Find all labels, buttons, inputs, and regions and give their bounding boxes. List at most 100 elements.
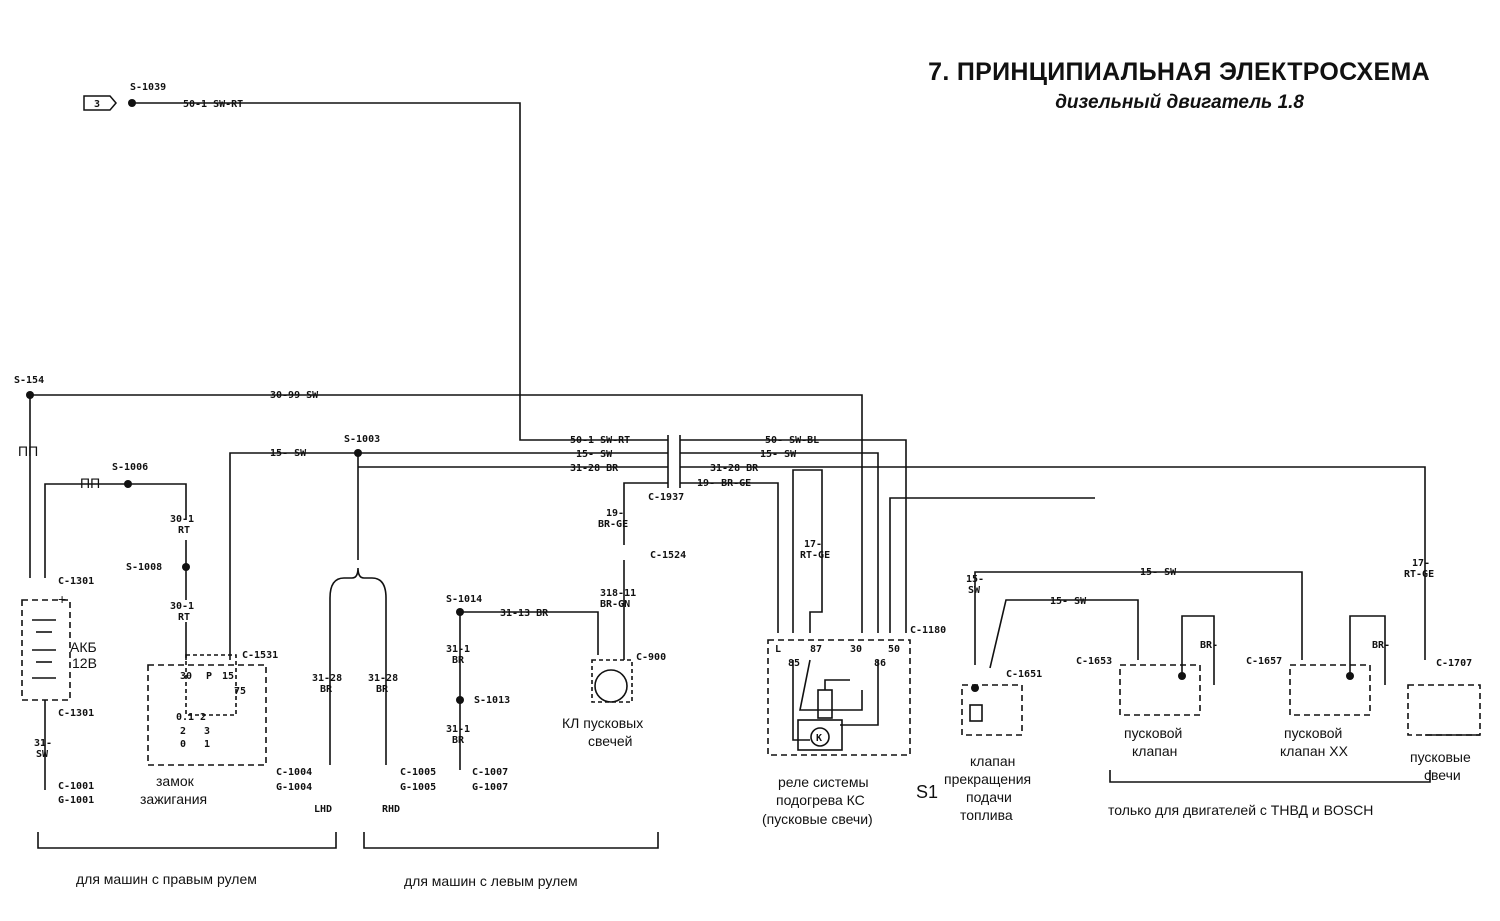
- svg-text:31-28: 31-28: [368, 673, 398, 684]
- conn-c1180: C-1180: [910, 625, 946, 636]
- start-valve-xx-wire: [1349, 615, 1386, 685]
- conn-c1651: C-1651: [1006, 669, 1042, 680]
- splice-dots: [26, 99, 1354, 704]
- svg-text:BR: BR: [320, 684, 333, 695]
- svg-text:0: 0: [180, 739, 186, 750]
- svg-text:подачи: подачи: [966, 789, 1012, 805]
- ref-box: 3: [83, 95, 117, 111]
- svg-text:30: 30: [850, 644, 862, 655]
- label-rhd-cars: для машин с правым рулем: [76, 871, 257, 887]
- glow-plugs-box: [1407, 684, 1481, 736]
- fuel-valve-coil: [969, 704, 983, 722]
- splice-s154: S-154: [14, 375, 44, 386]
- wire-15-sw-valve: [974, 571, 1303, 665]
- relay-wire-c: [824, 679, 850, 690]
- label-lhd-cars: для машин с левым рулем: [404, 873, 578, 889]
- svg-text:15-: 15-: [966, 574, 984, 585]
- wire-s1014: [460, 611, 599, 655]
- svg-text:50- SW-BL: 50- SW-BL: [765, 435, 819, 446]
- splice-s1008: S-1008: [126, 562, 162, 573]
- svg-text:15- SW: 15- SW: [1050, 596, 1087, 607]
- svg-text:(пусковые свечи): (пусковые свечи): [762, 811, 873, 827]
- bracket-thvd: [1109, 770, 1431, 783]
- svg-text:K: K: [816, 733, 822, 744]
- svg-text:0.1: 0.1: [176, 712, 194, 723]
- svg-text:12В: 12В: [72, 655, 97, 671]
- splice-s1039: S-1039: [130, 82, 166, 93]
- svg-text:1: 1: [204, 739, 210, 750]
- svg-text:BR: BR: [452, 735, 465, 746]
- svg-text:19- BR-GE: 19- BR-GE: [697, 478, 751, 489]
- svg-text:подогрева КС: подогрева КС: [776, 792, 865, 808]
- relay-wire-b: [799, 659, 863, 711]
- wire-brace: [329, 567, 387, 599]
- relay-wire-d: [840, 660, 879, 726]
- svg-text:2: 2: [180, 726, 186, 737]
- svg-text:топлива: топлива: [960, 807, 1013, 823]
- svg-text:пусковой: пусковой: [1284, 725, 1342, 741]
- svg-text:BR-: BR-: [1372, 640, 1390, 651]
- svg-text:зажигания: зажигания: [140, 791, 207, 807]
- svg-text:30-1: 30-1: [170, 514, 194, 525]
- wire-labels: S-1039 50-1 SW-RT S-154 30-99 SW ПП ПП S…: [14, 82, 1472, 806]
- start-valve-wire: [1181, 615, 1215, 685]
- svg-text:BR-: BR-: [1200, 640, 1218, 651]
- lock-box: [147, 664, 267, 766]
- splice-s1013: S-1013: [474, 695, 510, 706]
- svg-text:17-: 17-: [804, 539, 822, 550]
- wire-19-r: [680, 482, 779, 633]
- svg-text:3: 3: [204, 726, 210, 737]
- svg-text:пусковые: пусковые: [1410, 749, 1471, 765]
- svg-text:RT: RT: [178, 525, 190, 536]
- label-lhd: LHD: [314, 804, 332, 815]
- label-rhd: RHD: [382, 804, 400, 815]
- svg-text:86: 86: [874, 658, 886, 669]
- conn-c1005: C-1005: [400, 767, 436, 778]
- svg-text:BR-GN: BR-GN: [600, 599, 630, 610]
- svg-text:30-1: 30-1: [170, 601, 194, 612]
- conn-g1005: G-1005: [400, 782, 436, 793]
- svg-text:50: 50: [888, 644, 900, 655]
- svg-text:31-1: 31-1: [446, 724, 470, 735]
- svg-text:15- SW: 15- SW: [1140, 567, 1177, 578]
- start-valve-box: [1119, 664, 1201, 716]
- battery-label: АКБ: [70, 639, 97, 655]
- conn-c1653: C-1653: [1076, 656, 1112, 667]
- svg-text:RT-GE: RT-GE: [800, 550, 830, 561]
- conn-g1004: G-1004: [276, 782, 312, 793]
- conn-c1657: C-1657: [1246, 656, 1282, 667]
- wire-label: 50-1 SW-RT: [183, 99, 243, 110]
- svg-text:75: 75: [234, 686, 246, 697]
- svg-text:31-28 BR: 31-28 BR: [710, 463, 759, 474]
- svg-text:31-13 BR: 31-13 BR: [500, 608, 549, 619]
- conn-c1524: C-1524: [650, 550, 686, 561]
- wire-30-99: [30, 394, 863, 633]
- svg-text:15- SW: 15- SW: [270, 448, 307, 459]
- conn-c1937: C-1937: [648, 492, 684, 503]
- relay-coil: [817, 689, 833, 719]
- svg-text:пусковой: пусковой: [1124, 725, 1182, 741]
- svg-text:клапан XX: клапан XX: [1280, 743, 1349, 759]
- wires: [21, 102, 1481, 849]
- conn-c1301a: C-1301: [58, 576, 94, 587]
- svg-text:КЛ пусковых: КЛ пусковых: [562, 715, 643, 731]
- svg-text:2: 2: [200, 712, 206, 723]
- lock-inner: [185, 654, 237, 716]
- svg-text:15- SW: 15- SW: [576, 449, 613, 460]
- svg-text:P: P: [206, 671, 212, 682]
- conn-c1007: C-1007: [472, 767, 508, 778]
- svg-text:15- SW: 15- SW: [760, 449, 797, 460]
- wire-50-1-top: [132, 102, 668, 441]
- label-s1: S1: [916, 782, 938, 802]
- label-only-engines: только для двигателей с ТНВД и BOSCH: [1108, 802, 1373, 818]
- relay-k-circle: [810, 727, 830, 747]
- svg-text:BR: BR: [452, 655, 465, 666]
- splice-s1003: S-1003: [344, 434, 380, 445]
- svg-text:+: +: [58, 591, 66, 607]
- glow-lamp: [594, 669, 628, 703]
- wire-17-rtge: [792, 469, 823, 633]
- conn-c1001: C-1001: [58, 781, 94, 792]
- svg-text:50-1 SW-RT: 50-1 SW-RT: [570, 435, 630, 446]
- conn-c1531: C-1531: [242, 650, 278, 661]
